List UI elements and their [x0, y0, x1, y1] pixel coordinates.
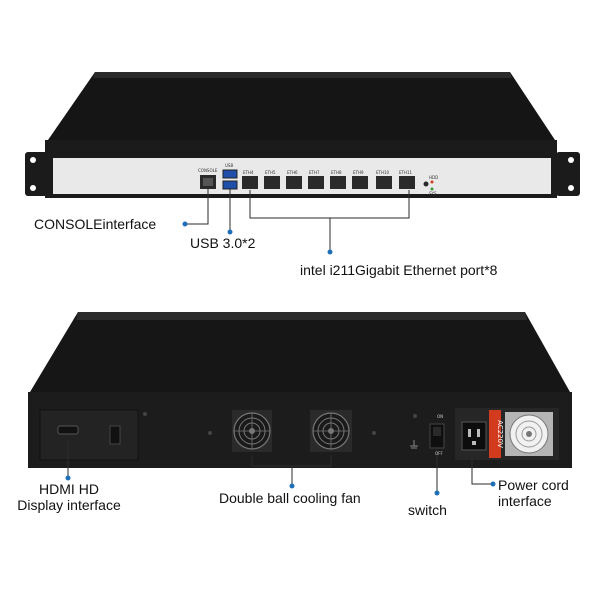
- back-chassis-top: [30, 312, 570, 392]
- hdmi-label-line2: Display interface: [17, 497, 121, 513]
- usb-label: USB 3.0*2: [190, 235, 256, 251]
- usb-port-2: [222, 180, 238, 190]
- eth-port-label: ETH10: [376, 170, 390, 175]
- eth-port: [308, 176, 324, 189]
- eth-port: [286, 176, 302, 189]
- dc-jack: [109, 425, 121, 445]
- rack-ear-right: [556, 152, 580, 196]
- cooling-fan-left-icon: [232, 410, 272, 452]
- hdmi-port: [57, 425, 79, 435]
- voltage-label-plate: [489, 410, 501, 458]
- switch-off-label: OFF: [435, 451, 443, 456]
- hdd-led-icon: [430, 180, 434, 184]
- sys-led-icon: [430, 187, 434, 191]
- rack-ear-left: [25, 152, 49, 196]
- cooling-fan-right-icon: [310, 410, 352, 452]
- switch-on-label: ON: [437, 414, 444, 419]
- eth-port-label: ETH11: [399, 170, 413, 175]
- front-chassis-top: [48, 72, 555, 140]
- fan-label: Double ball cooling fan: [219, 490, 361, 506]
- eth-port: [264, 176, 280, 189]
- console-interface-label: CONSOLEinterface: [34, 216, 157, 232]
- power-cord-label-line1: Power cord: [498, 477, 569, 493]
- eth-port: [352, 176, 368, 189]
- voltage-label: AC220V: [495, 420, 504, 448]
- ethernet-label: intel i211Gigabit Ethernet port*8: [300, 262, 498, 278]
- io-plate: [39, 409, 139, 461]
- eth-port-label: ETH5: [265, 170, 276, 175]
- ethernet-callout-dot: [327, 249, 333, 255]
- power-socket: [461, 421, 487, 451]
- eth-port-label: ETH6: [287, 170, 298, 175]
- sys-led-label: SYS: [429, 191, 437, 196]
- eth-port-label: ETH9: [353, 170, 364, 175]
- hdmi-label-line1: HDMI HD: [39, 481, 99, 497]
- fan-callout-dot: [289, 483, 295, 489]
- eth-port: [376, 176, 392, 189]
- front-leader-lines: [185, 189, 410, 252]
- console-callout-dot: [182, 221, 188, 227]
- power-cord-label: Power cord interface: [498, 477, 569, 509]
- eth-port: [330, 176, 346, 189]
- switch-callout-dot: [434, 490, 440, 496]
- eth-port: [399, 176, 415, 189]
- eth-port-label: ETH8: [331, 170, 342, 175]
- eth-port: [242, 176, 258, 189]
- usb-port-label: USB: [225, 163, 234, 168]
- power-cord-label-line2: interface: [498, 493, 552, 509]
- hdmi-label: HDMI HD Display interface: [4, 481, 134, 513]
- hdmi-callout-dot: [65, 475, 71, 481]
- hdd-led-label: HDD: [429, 175, 439, 180]
- ground-icon: [410, 440, 418, 449]
- psu-fan-icon: [505, 412, 553, 456]
- console-port-label: CONSOLE: [198, 168, 218, 173]
- ethernet-ports: [242, 176, 415, 189]
- power-callout-dot: [490, 481, 496, 487]
- usb-port-1: [222, 169, 238, 179]
- power-button-icon: [423, 181, 429, 187]
- eth-port-label: ETH7: [309, 170, 320, 175]
- usb-callout-dot: [227, 229, 233, 235]
- back-leader-lines: [67, 440, 493, 493]
- eth-port-label: ETH4: [243, 170, 254, 175]
- switch-label: switch: [408, 502, 447, 518]
